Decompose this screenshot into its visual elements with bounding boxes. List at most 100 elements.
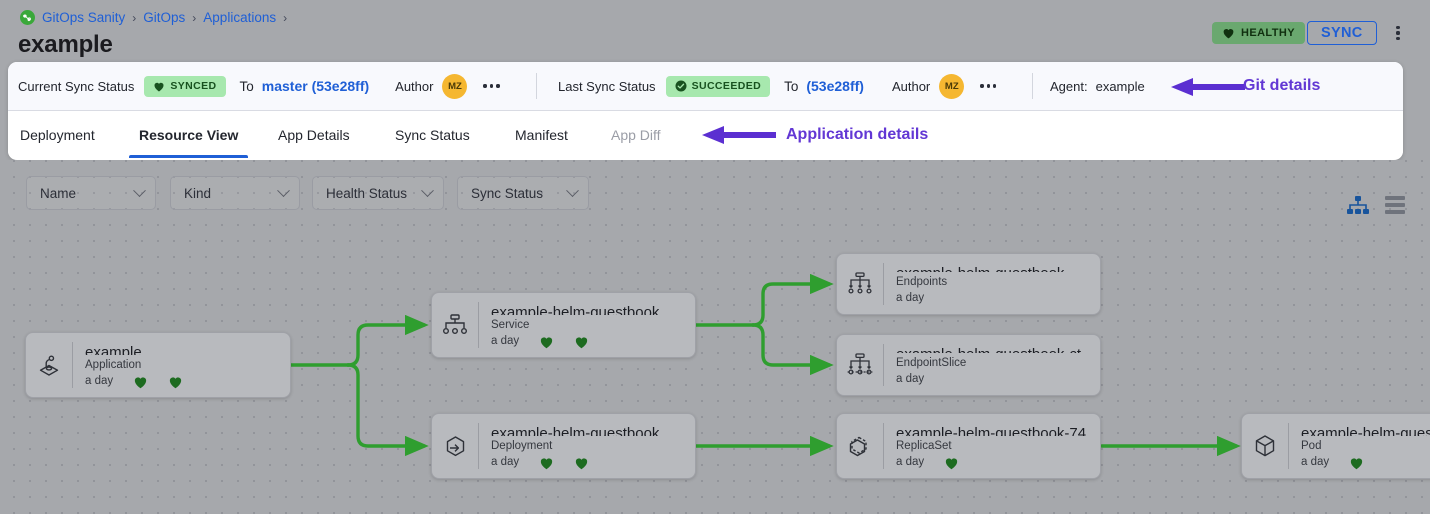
filter-toolbar: Name Kind Health Status Sync Status: [0, 176, 1430, 214]
filter-health-status-label: Health Status: [326, 185, 408, 201]
page-title: example: [18, 31, 113, 58]
tab-app-details[interactable]: App Details: [278, 111, 350, 158]
resource-node-replicaset[interactable]: example-helm-guestbook-74... ReplicaSet …: [836, 413, 1101, 479]
agent-group: Agent: example: [1050, 79, 1145, 94]
filter-kind-label: Kind: [184, 185, 212, 201]
breadcrumb-item-2[interactable]: Applications: [203, 10, 277, 25]
pod-icon: [1242, 414, 1288, 478]
resource-node-pod[interactable]: example-helm-guest Pod a day: [1241, 413, 1430, 479]
health-heart-icon[interactable]: [133, 375, 148, 389]
node-meta: a day: [896, 372, 1090, 387]
list-view-icon[interactable]: [1385, 196, 1405, 214]
current-author-label: Author: [395, 78, 434, 94]
health-heart-icon[interactable]: [1349, 456, 1364, 470]
page-header: GitOps Sanity › GitOps › Applications › …: [0, 0, 1430, 62]
node-name: example-helm-guest: [1301, 425, 1430, 436]
sync-button[interactable]: SYNC: [1307, 21, 1377, 45]
last-author-label: Author: [891, 78, 931, 94]
current-to-label: To: [239, 78, 254, 94]
current-revision-link[interactable]: master (53e28ff): [261, 78, 370, 94]
node-kind: EndpointSlice: [896, 357, 967, 369]
node-divider: [478, 423, 479, 469]
node-meta: a day: [896, 455, 1090, 470]
health-heart-icon[interactable]: [539, 456, 554, 470]
avatar[interactable]: MZ: [442, 73, 468, 99]
filter-sync-status-label: Sync Status: [471, 185, 544, 201]
node-meta: a day: [85, 374, 183, 389]
node-body: example-helm-guest Pod a day: [1289, 414, 1430, 478]
health-heart-icon[interactable]: [539, 335, 554, 349]
node-body: example Application a day: [73, 333, 193, 397]
breadcrumb-separator: ›: [132, 10, 137, 25]
annotation-application-details: Application details: [786, 126, 929, 143]
last-sync-status-group: Last Sync Status SUCCEEDED To (53e28ff) …: [558, 73, 997, 99]
chevron-down-icon: [277, 183, 290, 197]
node-meta: a day: [491, 455, 659, 470]
resource-node-deployment[interactable]: example-helm-guestbook Deployment a day: [431, 413, 696, 479]
node-name: example-helm-guestbook: [491, 425, 660, 436]
tab-deployment[interactable]: Deployment: [20, 111, 95, 158]
filter-kind[interactable]: Kind: [170, 176, 300, 210]
node-kind: Application: [85, 359, 142, 371]
kebab-menu-icon[interactable]: [1392, 22, 1404, 44]
avatar[interactable]: MZ: [939, 73, 965, 99]
node-age: a day: [1301, 456, 1330, 468]
node-kind: Deployment: [491, 440, 553, 452]
resource-node-endpoints[interactable]: example-helm-guestbook Endpoints a day: [836, 253, 1101, 315]
breadcrumb-item-1[interactable]: GitOps: [143, 10, 186, 25]
filter-name[interactable]: Name: [26, 176, 156, 210]
heart-icon: [1223, 29, 1234, 39]
last-sync-status-text: SUCCEEDED: [691, 80, 762, 92]
node-age: a day: [896, 292, 925, 304]
sync-heart-icon[interactable]: [574, 335, 589, 349]
resource-node-endpointslice[interactable]: example-helm-guestbook-ct... EndpointSli…: [836, 334, 1101, 396]
annotation-git-details: Git details: [1243, 77, 1321, 94]
tab-resource-view[interactable]: Resource View: [128, 111, 249, 158]
node-meta: a day: [491, 334, 659, 349]
heart-icon: [154, 82, 164, 91]
tab-app-diff: App Diff: [611, 111, 661, 158]
last-to-label: To: [784, 78, 799, 94]
service-icon: [432, 293, 478, 357]
breadcrumb-separator: ›: [283, 10, 288, 25]
node-age: a day: [85, 375, 114, 387]
node-divider: [883, 344, 884, 386]
resource-node-service[interactable]: example-helm-guestbook Service a day: [431, 292, 696, 358]
node-body: example-helm-guestbook-74... ReplicaSet …: [884, 414, 1100, 478]
node-name: example: [85, 344, 142, 355]
deployment-icon: [432, 414, 478, 478]
resource-tree-canvas[interactable]: Name Kind Health Status Sync Status: [0, 160, 1430, 514]
filter-name-label: Name: [40, 185, 77, 201]
left-arrow-icon: [1171, 78, 1245, 96]
tab-sync-status[interactable]: Sync Status: [395, 111, 470, 158]
current-sync-status-badge: SYNCED: [144, 75, 226, 97]
last-more-icon[interactable]: [980, 84, 997, 88]
node-divider: [72, 342, 73, 388]
status-badge-healthy: HEALTHY: [1212, 22, 1305, 44]
current-more-icon[interactable]: [483, 84, 500, 88]
resource-node-application[interactable]: example Application a day: [25, 332, 291, 398]
left-arrow-icon: [702, 126, 776, 144]
last-revision-link[interactable]: (53e28ff): [806, 78, 864, 94]
replicaset-icon: [837, 414, 883, 478]
node-kind: Pod: [1301, 440, 1322, 452]
breadcrumb-item-0[interactable]: GitOps Sanity: [42, 10, 126, 25]
last-sync-status-badge: SUCCEEDED: [665, 75, 771, 97]
filter-health-status[interactable]: Health Status: [312, 176, 444, 210]
sync-heart-icon[interactable]: [168, 375, 183, 389]
sync-heart-icon[interactable]: [574, 456, 589, 470]
node-body: example-helm-guestbook Service a day: [479, 293, 669, 357]
filter-sync-status[interactable]: Sync Status: [457, 176, 589, 210]
endpoints-icon: [837, 254, 883, 314]
node-age: a day: [896, 373, 925, 385]
health-heart-icon[interactable]: [944, 456, 959, 470]
breadcrumb: GitOps Sanity › GitOps › Applications ›: [20, 10, 287, 25]
node-name: example-helm-guestbook-74...: [896, 425, 1090, 436]
tree-view-icon[interactable]: [1347, 196, 1369, 216]
node-body: example-helm-guestbook Deployment a day: [479, 414, 669, 478]
node-kind: ReplicaSet: [896, 440, 952, 452]
node-age: a day: [491, 456, 520, 468]
agent-label: Agent:: [1050, 78, 1088, 94]
tab-manifest[interactable]: Manifest: [515, 111, 568, 158]
status-divider: [1032, 73, 1033, 99]
